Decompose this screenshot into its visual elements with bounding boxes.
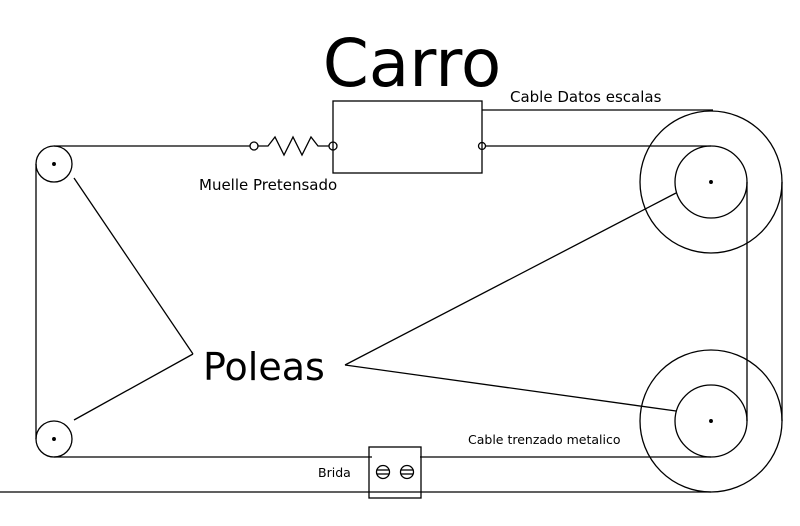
poleas-leader-top-left (73, 177, 194, 355)
left-bottom-pulley-axle (52, 437, 56, 441)
pulleys-label: Poleas (203, 345, 325, 389)
clamp-screw-right (399, 464, 415, 480)
poleas-leader-bottom-right (344, 364, 677, 412)
title-label: Carro (323, 25, 502, 102)
spring-label: Muelle Pretensado (199, 176, 337, 194)
carriage-right-pin (477, 141, 487, 151)
clamp-box (368, 446, 422, 499)
spring (258, 135, 329, 157)
data-cable-label: Cable Datos escalas (510, 88, 662, 106)
clamp-label: Brida (318, 465, 351, 480)
steel-cable-label: Cable trenzado metalico (468, 432, 621, 447)
right-bottom-pulley-axle (709, 419, 713, 423)
poleas-leader-bottom-left (73, 353, 194, 421)
left-top-pulley-axle (52, 162, 56, 166)
clamp-screw-left (375, 464, 391, 480)
poleas-leader-top-right (344, 192, 677, 366)
spring-eye (249, 141, 259, 151)
carriage-box (332, 100, 483, 174)
right-top-pulley-axle (709, 180, 713, 184)
